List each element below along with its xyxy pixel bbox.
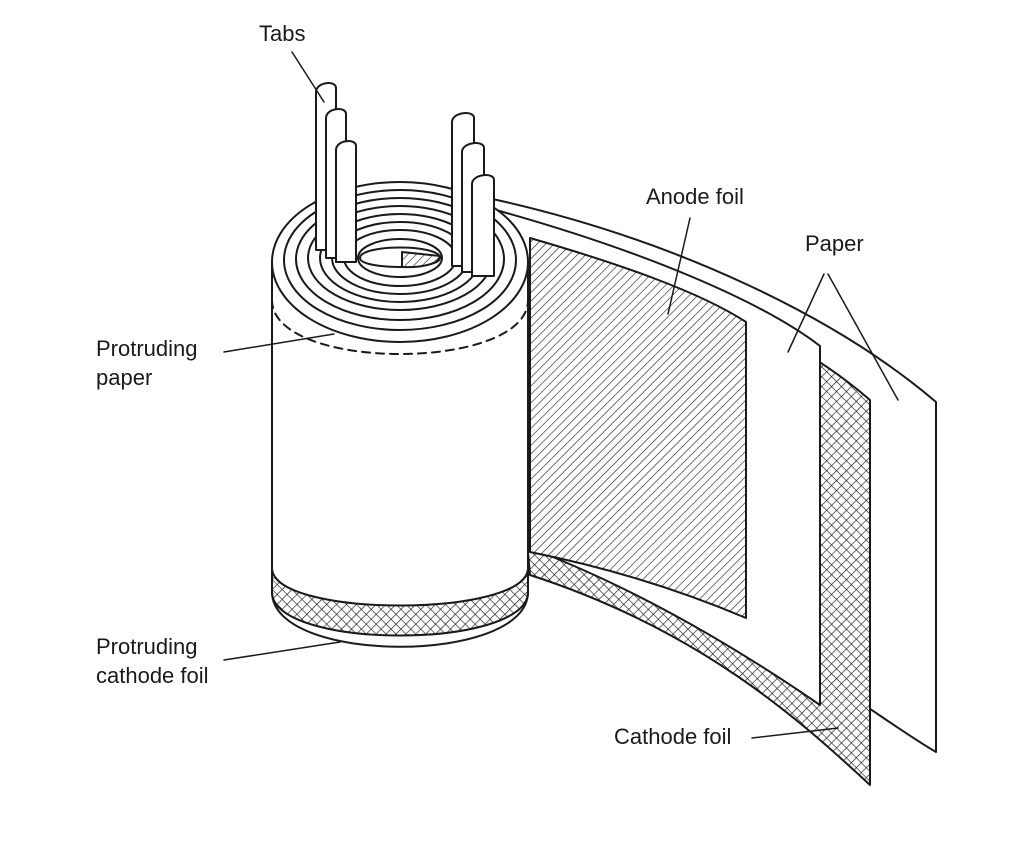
label-protruding-cathode-line2: cathode foil [96,663,209,688]
protruding-paper-dashed-line [271,299,529,355]
anode-foil [529,237,747,619]
leader-lines [223,51,899,739]
cylinder-base-edge [271,591,529,648]
label-tabs-text: Tabs [259,21,306,46]
label-cathode-foil-text: Cathode foil [614,724,732,749]
label-anode-foil: Anode foil [646,182,744,211]
label-protruding-cathode-foil: Protruding cathode foil [96,632,209,690]
label-anode-foil-text: Anode foil [646,184,744,209]
label-protruding-paper-line1: Protruding [96,336,198,361]
label-cathode-foil: Cathode foil [614,722,731,751]
roll-core-hatch [401,251,441,269]
label-protruding-paper: Protruding paper [96,334,198,392]
label-tabs: Tabs [259,19,305,48]
right-tabs [451,112,495,277]
label-paper-text: Paper [805,231,864,256]
label-protruding-paper-line2: paper [96,365,153,390]
left-tabs [315,82,357,263]
label-protruding-cathode-line1: Protruding [96,634,198,659]
label-paper: Paper [805,229,864,258]
